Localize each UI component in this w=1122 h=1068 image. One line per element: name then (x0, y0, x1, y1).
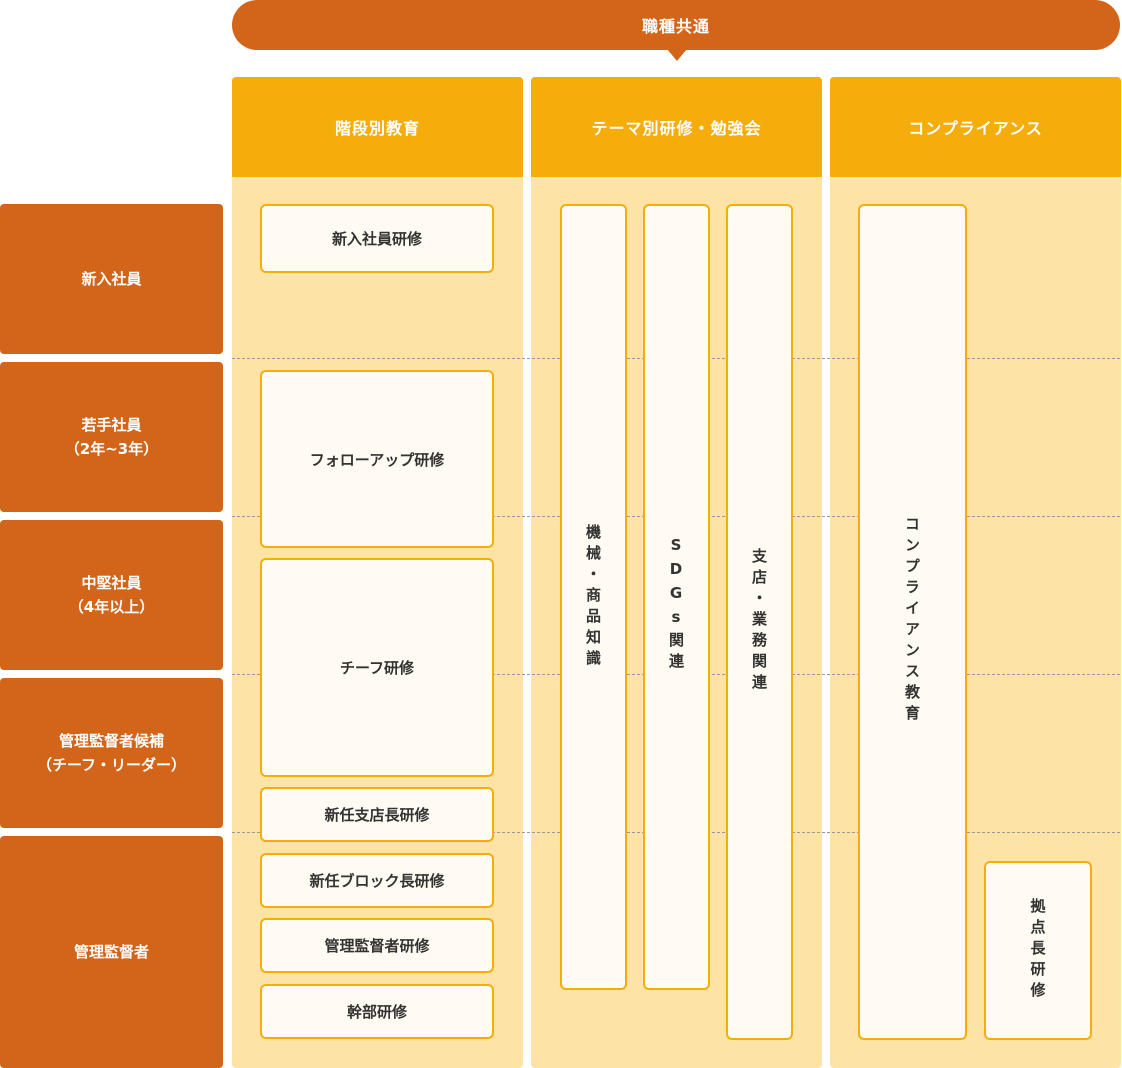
compliance-education: コンプライアンス教育 (858, 204, 967, 1040)
row-label-manager-candidate: 管理監督者候補 （チーフ・リーダー） (0, 678, 223, 828)
row-label-text: 中堅社員 (81, 574, 142, 592)
row-label-text: 若手社員 (81, 416, 142, 434)
box-label: コンプライアンス教育 (903, 516, 921, 726)
block-manager-training: 新任ブロック長研修 (260, 853, 494, 908)
sdgs-training: SDGs関連 (643, 204, 710, 990)
box-label: 機械・商品知識 (584, 524, 602, 671)
row-label-new-employee: 新入社員 (0, 204, 223, 354)
box-label: SDGs関連 (667, 536, 685, 674)
executive-training: 幹部研修 (260, 984, 494, 1039)
row-label-text: 管理監督者候補 (58, 732, 164, 750)
theme-column-header: テーマ別研修・勉強会 (531, 77, 822, 177)
base-manager-training: 拠点長研修 (984, 861, 1092, 1040)
row-label-subtext: （2年~3年） (64, 440, 159, 458)
stage-column-header: 階段別教育 (232, 77, 523, 177)
row-label-mid-employee: 中堅社員 （4年以上） (0, 520, 223, 670)
row-label-text: 新入社員 (81, 270, 142, 288)
branch-manager-training: 新任支店長研修 (260, 787, 494, 842)
common-banner: 職種共通 (232, 0, 1120, 50)
branch-operations-training: 支店・業務関連 (726, 204, 793, 1040)
box-label: 拠点長研修 (1028, 898, 1047, 1003)
row-label-manager: 管理監督者 (0, 836, 223, 1068)
row-label-subtext: （チーフ・リーダー） (36, 756, 187, 774)
compliance-column-header: コンプライアンス (830, 77, 1121, 177)
row-label-subtext: （4年以上） (68, 598, 155, 616)
row-label-young-employee: 若手社員 （2年~3年） (0, 362, 223, 512)
banner-arrow-icon (667, 49, 687, 61)
box-label: 支店・業務関連 (750, 548, 768, 695)
row-label-text: 管理監督者 (73, 943, 149, 961)
chief-training: チーフ研修 (260, 558, 494, 777)
follow-up-training: フォローアップ研修 (260, 370, 494, 548)
product-knowledge-training: 機械・商品知識 (560, 204, 627, 990)
supervisor-training: 管理監督者研修 (260, 918, 494, 973)
new-hire-training: 新入社員研修 (260, 204, 494, 273)
